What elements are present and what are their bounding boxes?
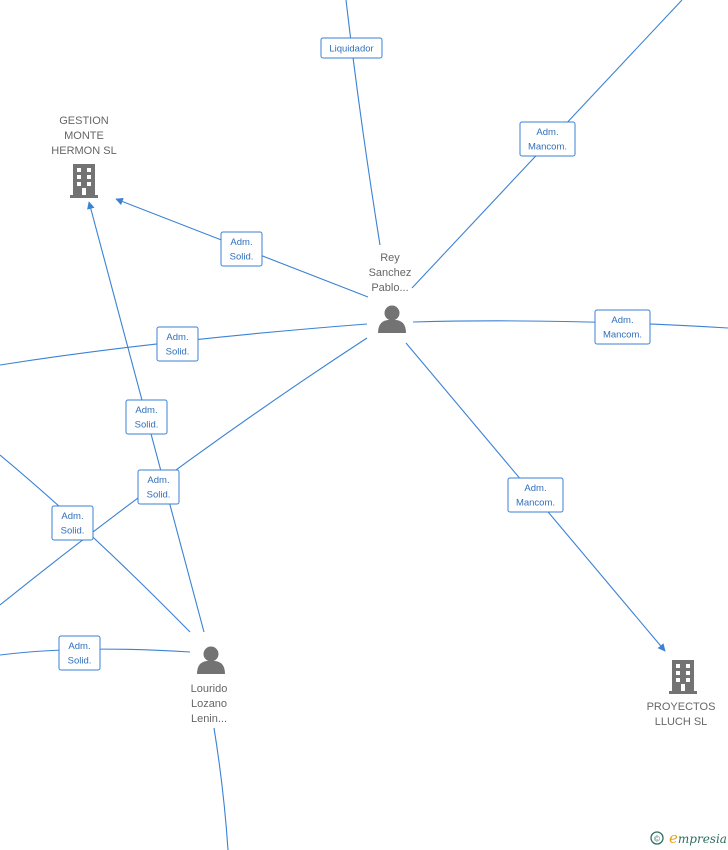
edge-rey-right[interactable]: [412, 320, 728, 329]
brand-rest: mpresia: [678, 832, 727, 846]
edge-label-adm-mancom[interactable]: Adm. Mancom.: [594, 309, 651, 345]
edge-label-adm-mancom[interactable]: Adm. Mancom.: [519, 121, 576, 157]
building-icon: [669, 660, 697, 694]
node-label: Lenin...: [191, 713, 227, 725]
edge-label-text: Adm.: [147, 475, 169, 486]
node-label: GESTION: [59, 115, 109, 127]
edge-label-text: Adm.: [68, 641, 90, 652]
edge-liquidador[interactable]: [345, 0, 381, 246]
edge-label-text: Mancom.: [516, 498, 555, 509]
copyright-icon: [650, 831, 664, 845]
node-label: Lourido: [191, 683, 228, 695]
node-label: Lozano: [191, 698, 227, 710]
edge-labels: Liquidador Adm. Mancom. Adm. Solid. Adm.…: [51, 37, 651, 671]
node-gestion-monte-hermon[interactable]: GESTION MONTE HERMON SL: [51, 115, 117, 198]
edge-label-adm-mancom[interactable]: Adm. Mancom.: [507, 477, 564, 513]
node-label: Pablo...: [371, 282, 408, 294]
copyright-symbol: ©: [654, 835, 660, 844]
node-label: Sanchez: [369, 267, 412, 279]
edge-label-text: Adm.: [524, 483, 546, 494]
edge-label-text: Solid.: [61, 526, 85, 537]
edge-label-adm-solid[interactable]: Adm. Solid.: [51, 505, 94, 541]
person-icon: [197, 646, 225, 674]
edge-label-text: Adm.: [135, 405, 157, 416]
edge-label-adm-solid[interactable]: Adm. Solid.: [220, 231, 263, 267]
node-rey-sanchez-pablo[interactable]: Rey Sanchez Pablo...: [369, 252, 412, 333]
edge-label-adm-solid[interactable]: Adm. Solid.: [156, 326, 199, 362]
node-label: HERMON SL: [51, 145, 116, 157]
edge-label-text: Adm.: [611, 315, 633, 326]
node-lourido-lozano-lenin[interactable]: Lourido Lozano Lenin...: [191, 646, 228, 726]
edge-lourido-bottom[interactable]: [213, 727, 229, 850]
empresia-watermark: © empresia: [650, 829, 727, 847]
node-label: PROYECTOS: [647, 701, 716, 713]
edge-rey-lourido-area[interactable]: [0, 337, 368, 606]
edge-label-text: Adm.: [536, 127, 558, 138]
brand-initial: e: [669, 829, 678, 847]
edge-label-text: Mancom.: [603, 330, 642, 341]
edge-label-text: Adm.: [166, 332, 188, 343]
node-proyectos-lluch[interactable]: PROYECTOS LLUCH SL: [647, 660, 716, 728]
edge-label-adm-solid[interactable]: Adm. Solid.: [137, 469, 180, 505]
edge-label-adm-solid[interactable]: Adm. Solid.: [58, 635, 101, 671]
person-icon: [378, 305, 406, 333]
brand-text: empresia: [669, 829, 727, 847]
edge-label-text: Adm.: [61, 511, 83, 522]
edge-label-text: Solid.: [166, 347, 190, 358]
node-label: MONTE: [64, 130, 104, 142]
edge-label-adm-solid[interactable]: Adm. Solid.: [125, 399, 168, 435]
edge-label-text: Solid.: [147, 490, 171, 501]
edge-label-text: Solid.: [68, 656, 92, 667]
node-label: LLUCH SL: [655, 716, 708, 728]
node-label: Rey: [380, 252, 400, 264]
edge-label-text: Solid.: [230, 252, 254, 263]
edge-label-text: Liquidador: [329, 44, 373, 55]
edge-label-text: Adm.: [230, 237, 252, 248]
building-icon: [70, 164, 98, 198]
edge-label-text: Mancom.: [528, 142, 567, 153]
edge-label-text: Solid.: [135, 420, 159, 431]
edge-label-liquidador[interactable]: Liquidador: [320, 37, 383, 59]
